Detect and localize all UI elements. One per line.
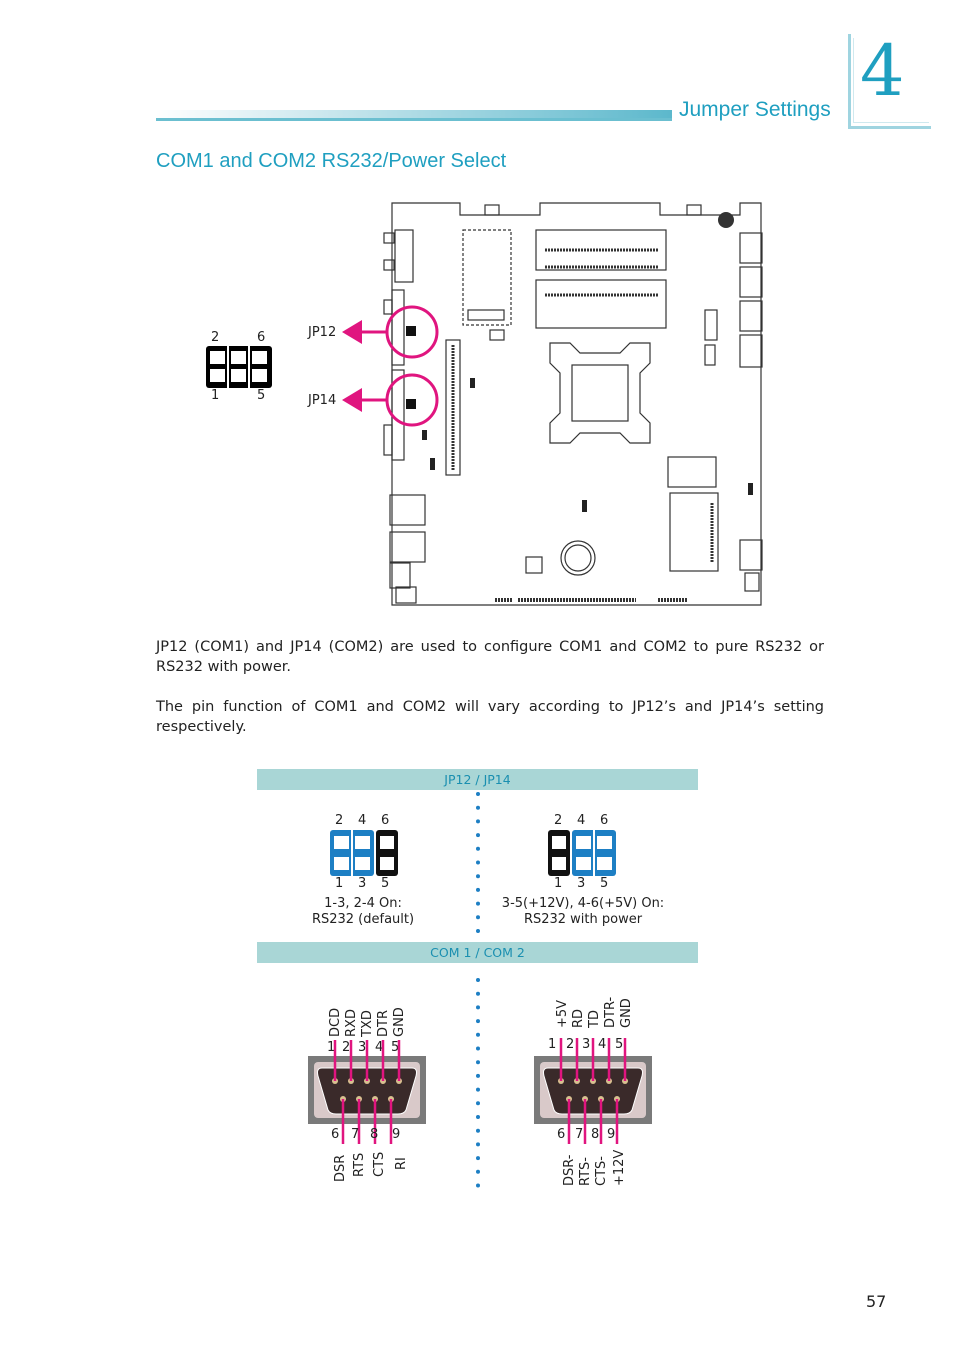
com2-pin-3: 3	[582, 1037, 591, 1052]
com1-signal-gnd: GND	[392, 1007, 407, 1037]
com1-pin-6: 6	[331, 1127, 340, 1142]
com1-pin-7: 7	[351, 1127, 360, 1142]
section-title: COM1 and COM2 RS232/Power Select	[156, 150, 507, 172]
com2-pin-5: 5	[615, 1037, 624, 1052]
com2-signal-dsr: DSR-	[562, 1154, 577, 1186]
table-divider	[476, 792, 480, 1197]
com2-signal-rd: RD	[571, 1008, 586, 1028]
s1-pin-6: 6	[381, 813, 390, 828]
s1-caption-line1: 1-3, 2-4 On:	[324, 896, 402, 911]
jumper-legend-icon	[206, 346, 272, 388]
com2-pin-9: 9	[607, 1127, 616, 1142]
com2-pin-4: 4	[598, 1037, 607, 1052]
com1-signal-txd: TXD	[360, 1010, 375, 1037]
paragraph-pin-function: The pin function of COM1 and COM2 will v…	[156, 699, 824, 735]
com1-pin-9: 9	[392, 1127, 401, 1142]
s1-pin-1: 1	[335, 876, 344, 891]
s2-caption-line2: RS232 with power	[523, 912, 643, 927]
jumper-highlights	[342, 305, 439, 427]
s1-pin-4: 4	[358, 813, 367, 828]
s2-pin-3: 3	[577, 876, 586, 891]
com1-pin-5: 5	[391, 1040, 400, 1055]
com1-signal-dtr: DTR	[376, 1010, 391, 1037]
jp12-label: JP12	[308, 325, 337, 340]
com1-signal-ri: RI	[394, 1157, 409, 1170]
com2-signal-td: TD	[587, 1010, 602, 1028]
paragraph-intro: JP12 (COM1) and JP14 (COM2) are used to …	[156, 639, 824, 675]
com2-signal-cts: CTS-	[594, 1156, 609, 1186]
com1-signal-dcd: DCD	[328, 1007, 343, 1037]
com1-signal-rts: RTS	[352, 1152, 367, 1177]
s2-pin-4: 4	[577, 813, 586, 828]
s2-pin-1: 1	[554, 876, 563, 891]
com1-signal-rxd: RXD	[344, 1009, 359, 1037]
com2-pin-7: 7	[575, 1127, 584, 1142]
s2-jumper-icon	[548, 830, 616, 876]
com2-pin-1: 1	[548, 1037, 557, 1052]
header-rule	[156, 110, 672, 120]
com2-signal-rts: RTS-	[578, 1157, 593, 1186]
s2-pin-6: 6	[600, 813, 609, 828]
com1-pin-2: 2	[342, 1040, 351, 1055]
chapter-number: 4	[860, 30, 905, 112]
com2-signal-gnd: GND	[619, 998, 634, 1028]
s1-pin-5: 5	[381, 876, 390, 891]
s1-pin-3: 3	[358, 876, 367, 891]
com1-pin-4: 4	[375, 1040, 384, 1055]
legend-pin-bottom-left: 1	[211, 388, 220, 403]
com2-signal-dtr: DTR-	[603, 996, 618, 1028]
com1-pin-3: 3	[358, 1040, 367, 1055]
legend-pin-top-left: 2	[211, 330, 220, 345]
com1-signal-dsr: DSR	[333, 1154, 348, 1182]
chapter-frame	[848, 34, 931, 129]
com2-signal-5v: +5V	[555, 999, 570, 1028]
header-rule-accent	[156, 118, 672, 121]
s1-pin-2: 2	[335, 813, 344, 828]
com1-db9-connector	[308, 1040, 426, 1144]
jp14-label: JP14	[308, 393, 337, 408]
chapter-frame-inner	[853, 38, 929, 123]
com2-signal-12v: +12V	[612, 1149, 627, 1186]
page-number: 57	[866, 1292, 887, 1311]
s1-caption-line2: RS232 (default)	[311, 912, 415, 927]
com-table-header: COM 1 / COM 2	[257, 942, 698, 963]
jumper-table-header: JP12 / JP14	[257, 769, 698, 790]
legend-pin-top-right: 6	[257, 330, 266, 345]
header-section-title: Jumper Settings	[679, 98, 831, 121]
com1-pin-1: 1	[327, 1040, 336, 1055]
com1-pin-8: 8	[370, 1127, 379, 1142]
legend-pin-bottom-right: 5	[257, 388, 266, 403]
com2-pin-8: 8	[591, 1127, 600, 1142]
com2-pin-6: 6	[557, 1127, 566, 1142]
com2-db9-connector	[534, 1038, 652, 1144]
s2-pin-5: 5	[600, 876, 609, 891]
com2-pin-2: 2	[566, 1037, 575, 1052]
s2-pin-2: 2	[554, 813, 563, 828]
s2-caption-line1: 3-5(+12V), 4-6(+5V) On:	[501, 896, 665, 911]
com1-signal-cts: CTS	[372, 1151, 387, 1177]
s1-jumper-icon	[330, 830, 398, 876]
